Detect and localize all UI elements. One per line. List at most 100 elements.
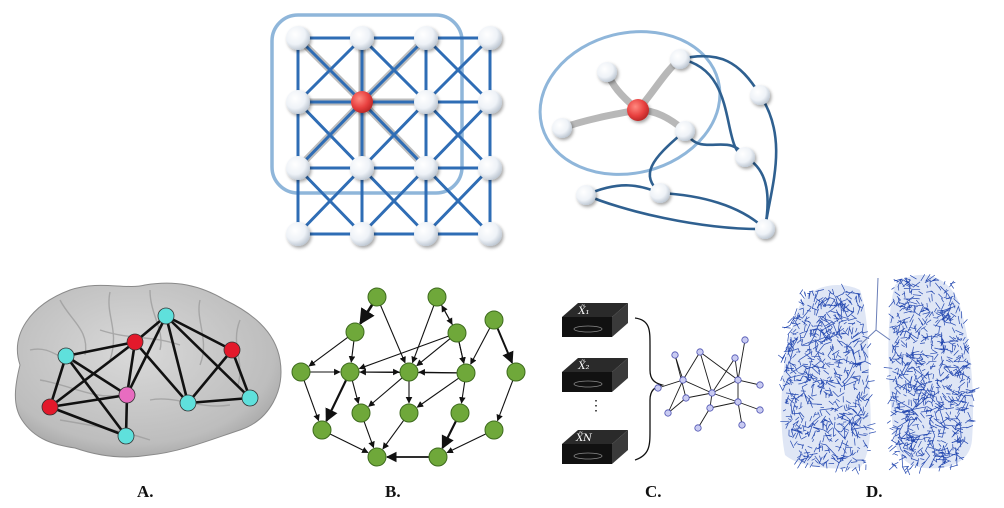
graph-node — [552, 118, 572, 138]
directed-edge — [351, 380, 361, 404]
small-graph-edge — [711, 392, 739, 403]
grid-edge — [296, 36, 364, 104]
center-node — [627, 99, 649, 121]
directed-edge — [441, 305, 454, 326]
brain-edge — [186, 396, 252, 405]
graph-node — [576, 185, 596, 205]
directed-edge — [458, 341, 466, 364]
brain-edge — [133, 340, 190, 405]
small-graph-nodes — [654, 336, 764, 432]
brain-edge — [64, 354, 129, 397]
slice-top — [562, 430, 628, 444]
directed-edge — [325, 379, 348, 423]
small-graph-node — [738, 421, 746, 429]
small-graph-node — [696, 348, 704, 356]
digraph-node — [506, 362, 526, 382]
digraph-node — [428, 447, 448, 467]
digraph-nodes — [291, 287, 526, 467]
small-graph-edge — [737, 339, 746, 381]
directed-edge — [470, 327, 491, 365]
panel-a-brain-network — [14, 282, 282, 458]
brain-silhouette — [14, 282, 282, 458]
small-graph-edge — [737, 401, 743, 426]
directed-edge — [380, 305, 406, 364]
grid-node — [414, 156, 438, 180]
grid-edge — [360, 36, 428, 104]
small-graph-node — [708, 389, 716, 397]
graph-node — [597, 62, 617, 82]
image-slices: X̃₁X̃₂X̃N⋮ — [562, 303, 628, 464]
small-graph-edge — [699, 351, 739, 381]
grid-node — [414, 26, 438, 50]
slice-front — [562, 444, 612, 464]
brain-edge — [164, 314, 234, 352]
slice-side — [612, 358, 628, 392]
brain-edge — [186, 348, 234, 405]
brain-edge — [125, 314, 168, 397]
grid-nodes — [286, 26, 502, 246]
irregular-nodes — [552, 49, 775, 239]
digraph-node — [484, 420, 504, 440]
digraph-edges — [303, 303, 514, 463]
brain-edge — [48, 405, 128, 438]
brain-nodes — [41, 307, 259, 445]
image-slice: X̃₁ — [562, 303, 628, 337]
small-graph-edge — [682, 379, 713, 394]
slice-ellipsis: ⋮ — [589, 398, 603, 414]
brain-edge — [230, 348, 252, 400]
small-graph-edge — [699, 351, 713, 394]
directed-edge — [358, 335, 449, 370]
directed-edge — [363, 421, 375, 449]
image-slice: X̃N — [562, 430, 628, 464]
digraph-node — [399, 362, 419, 382]
grid-node — [478, 222, 502, 246]
directed-edge — [496, 380, 514, 422]
small-graph-node — [664, 409, 672, 417]
brain-edge — [164, 314, 190, 405]
brain-region-node — [117, 427, 135, 445]
slice-label: X̃₁ — [577, 305, 589, 317]
small-graph-node — [706, 404, 714, 412]
digraph-node — [447, 323, 467, 343]
small-graph-node — [679, 376, 687, 384]
grid-node — [286, 222, 310, 246]
directed-edge — [416, 338, 451, 367]
digraph-node — [484, 310, 504, 330]
brain-region-node — [41, 398, 59, 416]
digraph-node — [351, 403, 371, 423]
small-graph-edge — [709, 401, 739, 409]
lung-left-outline — [781, 285, 871, 469]
digraph-node — [340, 362, 360, 382]
slice-label: X̃N — [575, 432, 593, 444]
small-graph-edge — [711, 379, 739, 394]
brain-edge — [64, 354, 128, 438]
digraph-node — [456, 363, 476, 383]
small-graph-node — [756, 406, 764, 414]
slice-front — [562, 317, 612, 337]
small-graph-node — [671, 351, 679, 359]
small-graph-node — [734, 398, 742, 406]
slice-scan — [573, 325, 603, 333]
grid-node — [478, 26, 502, 50]
digraph-node — [312, 420, 332, 440]
panel-d-lung-network — [777, 274, 980, 476]
lung-vessel-mesh — [777, 274, 980, 476]
grid-node — [350, 222, 374, 246]
slice-scan — [573, 380, 603, 388]
panel-label-c: C. — [645, 482, 662, 501]
small-graph-edge — [737, 379, 761, 386]
grid-edge — [296, 166, 364, 236]
directed-edge — [411, 305, 435, 364]
graph-node — [670, 49, 690, 69]
slice-side — [612, 303, 628, 337]
panel-b-directed-graph — [291, 287, 526, 467]
brain-edge — [125, 340, 137, 397]
grid-edge — [360, 166, 428, 236]
brain-edge — [48, 354, 68, 409]
grid-receptive-field — [270, 13, 464, 195]
small-graph-node — [734, 376, 742, 384]
directed-edge — [416, 377, 459, 408]
panel-c-slices-to-graph: X̃₁X̃₂X̃N⋮ — [562, 303, 764, 464]
grid-graph-diagram — [270, 13, 502, 246]
